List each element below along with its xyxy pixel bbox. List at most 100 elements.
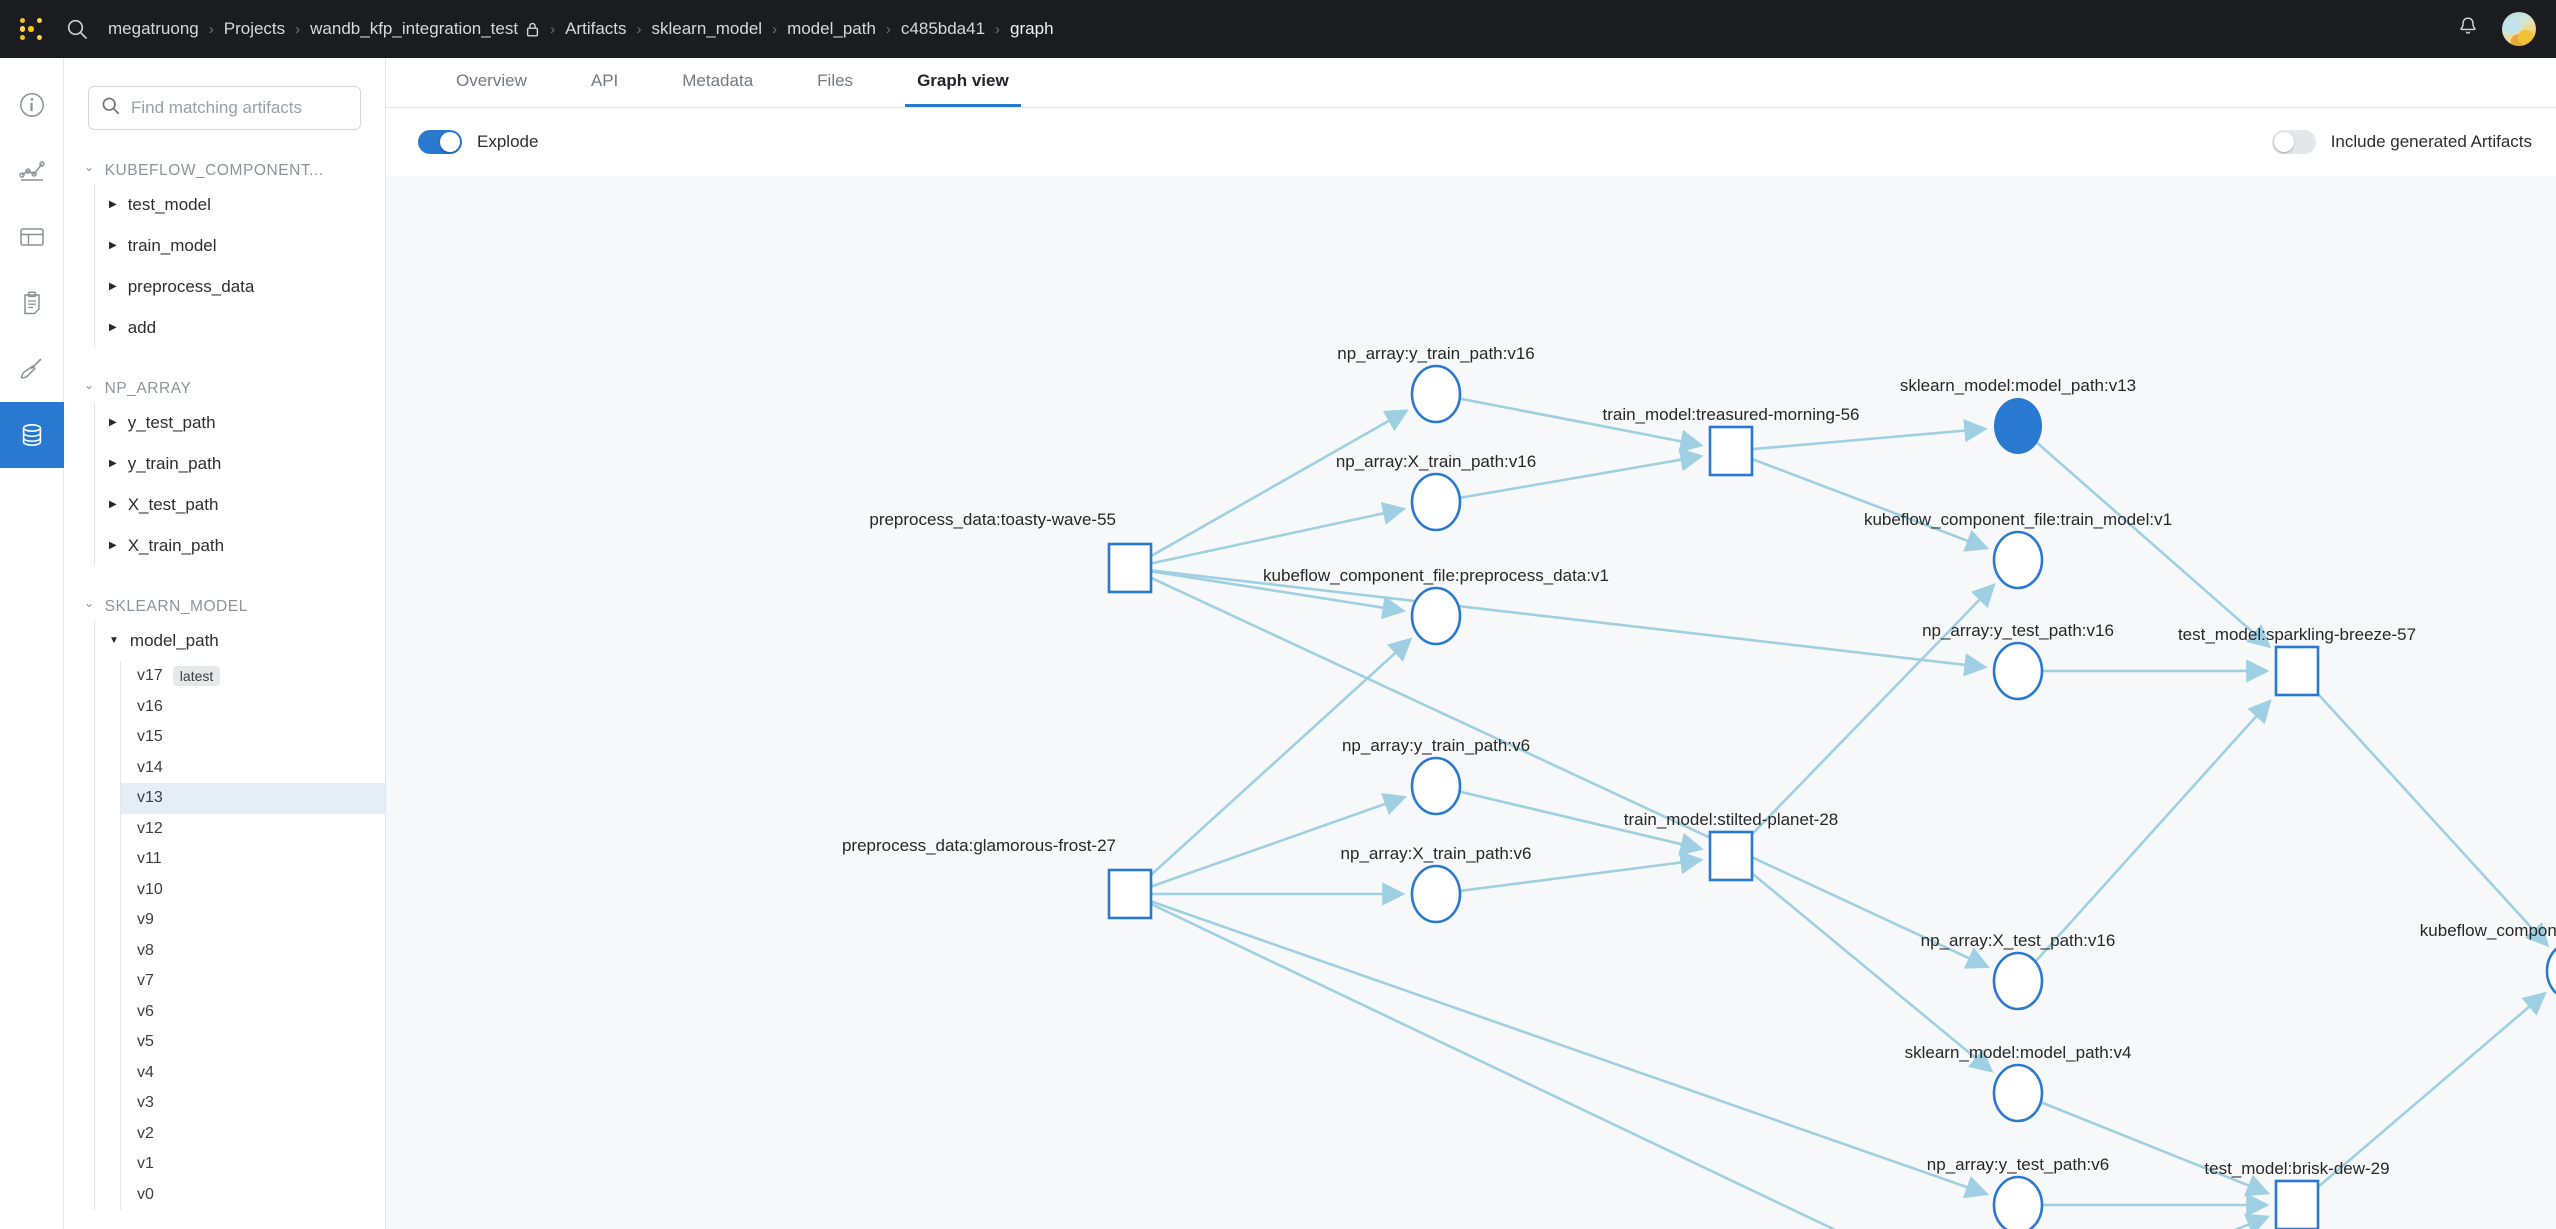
graph-node-xte16[interactable] — [1992, 951, 2044, 1011]
graph-node-label-te57: test_model:sparkling-breeze-57 — [2177, 625, 2417, 644]
version-item-v10[interactable]: v10 — [121, 875, 385, 906]
graph-node-yte16[interactable] — [1992, 641, 2044, 701]
breadcrumb-item-sklearn-model[interactable]: sklearn_model — [651, 19, 763, 38]
sidebar-item-y_train_path[interactable]: ▶y_train_path — [95, 443, 385, 484]
version-item-v14[interactable]: v14 — [121, 753, 385, 784]
chevron-down-icon: ⌄ — [84, 378, 95, 392]
graph-node-sm13[interactable] — [1994, 398, 2042, 454]
version-label: v13 — [137, 789, 163, 807]
sidebar-item-y_test_path[interactable]: ▶y_test_path — [95, 402, 385, 443]
graph-edge — [1150, 637, 1413, 876]
sidebar-item-x_test_path[interactable]: ▶X_test_path — [95, 484, 385, 525]
graph-node-tm28[interactable] — [1708, 830, 1754, 882]
version-item-v12[interactable]: v12 — [121, 814, 385, 845]
breadcrumb-item-model-path[interactable]: model_path — [787, 19, 876, 38]
sidebar-item-train_model[interactable]: ▶train_model — [95, 225, 385, 266]
version-item-v5[interactable]: v5 — [121, 1027, 385, 1058]
sidebar-group-sklearn-model[interactable]: ⌄SKLEARN_MODEL — [84, 596, 385, 616]
sidebar-item-x_train_path[interactable]: ▶X_train_path — [95, 525, 385, 566]
graph-node-yte6[interactable] — [1992, 1175, 2044, 1229]
graph-node-kcfte[interactable] — [2545, 943, 2556, 999]
version-item-v8[interactable]: v8 — [121, 936, 385, 967]
graph-node-label-xtr16: np_array:X_train_path:v16 — [1335, 452, 1537, 471]
graph-edge — [1751, 457, 1990, 552]
sidebar-item-test_model[interactable]: ▶test_model — [95, 184, 385, 225]
graph-edge — [2036, 441, 2272, 649]
version-item-v15[interactable]: v15 — [121, 722, 385, 753]
breadcrumb-item-megatruong[interactable]: megatruong — [108, 19, 199, 38]
version-item-v7[interactable]: v7 — [121, 966, 385, 997]
breadcrumb-separator: › — [995, 20, 1001, 38]
breadcrumb-item-projects[interactable]: Projects — [223, 19, 286, 38]
avatar[interactable] — [2502, 12, 2536, 46]
sidebar-item-model_path[interactable]: ▼ model_path — [95, 620, 385, 661]
graph-node-kcftr[interactable] — [1992, 530, 2044, 590]
version-item-v6[interactable]: v6 — [121, 997, 385, 1028]
graph-node-pp55[interactable] — [1107, 542, 1153, 594]
info-icon[interactable] — [0, 72, 64, 138]
line-chart-icon[interactable] — [0, 138, 64, 204]
version-label: v2 — [137, 1124, 154, 1142]
graph-node-xtr16[interactable] — [1410, 472, 1462, 532]
version-item-v2[interactable]: v2 — [121, 1119, 385, 1150]
version-item-v16[interactable]: v16 — [121, 692, 385, 723]
sidebar-item-add[interactable]: ▶add — [95, 307, 385, 348]
version-item-v4[interactable]: v4 — [121, 1058, 385, 1089]
search-icon — [101, 96, 120, 120]
include-generated-artifacts-toggle[interactable] — [2271, 130, 2316, 154]
triangle-right-icon: ▶ — [109, 322, 117, 333]
graph-node-xtr6[interactable] — [1410, 864, 1462, 924]
top-bar: megatruong › Projects › wandb_kfp_integratio… — [0, 0, 2556, 58]
breadcrumb-separator: › — [772, 20, 778, 38]
sidebar-item-preprocess_data[interactable]: ▶preprocess_data — [95, 266, 385, 307]
broom-icon[interactable] — [0, 336, 64, 402]
graph-node-te57[interactable] — [2274, 645, 2320, 697]
sidebar-group-np-array[interactable]: ⌄NP_ARRAY — [84, 378, 385, 398]
graph-node-tm56[interactable] — [1708, 425, 1754, 477]
graph-node-te29[interactable] — [2274, 1179, 2320, 1229]
search-placeholder: Find matching artifacts — [131, 98, 303, 117]
tab-overview[interactable]: Overview — [456, 71, 527, 90]
graph-node-pp27[interactable] — [1107, 868, 1153, 920]
tab-metadata[interactable]: Metadata — [682, 71, 754, 90]
explode-toggle[interactable] — [418, 130, 462, 154]
version-item-v3[interactable]: v3 — [121, 1088, 385, 1119]
version-item-v0[interactable]: v0 — [121, 1180, 385, 1211]
database-icon[interactable] — [0, 402, 64, 468]
version-item-v1[interactable]: v1 — [121, 1149, 385, 1180]
tab-graph-view[interactable]: Graph view — [905, 71, 1021, 107]
triangle-down-icon: ▼ — [109, 635, 119, 646]
chevron-down-icon: ⌄ — [84, 160, 95, 174]
breadcrumb-item-artifacts[interactable]: Artifacts — [565, 19, 627, 38]
breadcrumb-item-c485bda41[interactable]: c485bda41 — [900, 19, 986, 38]
graph-node-sm4[interactable] — [1992, 1063, 2044, 1123]
tab-files[interactable]: Files — [817, 71, 854, 90]
breadcrumb-item-graph[interactable]: graph — [1010, 19, 1054, 38]
version-label: v6 — [137, 1002, 154, 1020]
search-input[interactable]: Find matching artifacts — [88, 86, 361, 130]
version-item-v11[interactable]: v11 — [121, 844, 385, 875]
apps-grid-icon[interactable] — [16, 14, 46, 44]
graph-node-ytr6[interactable] — [1410, 756, 1462, 816]
search-icon[interactable] — [60, 12, 94, 46]
graph-node-label-ytr6: np_array:y_train_path:v6 — [1341, 736, 1531, 755]
tab-api[interactable]: API — [590, 71, 619, 90]
notification-bell-icon[interactable] — [2456, 15, 2480, 44]
version-item-v9[interactable]: v9 — [121, 905, 385, 936]
graph-node-ytr16[interactable] — [1410, 364, 1462, 424]
graph-node-kcfpp[interactable] — [1410, 586, 1462, 646]
graph-svg — [1107, 364, 2556, 1229]
sidebar-group-kubeflow-component-[interactable]: ⌄KUBEFLOW_COMPONENT... — [84, 160, 385, 180]
version-item-v13[interactable]: v13 — [121, 783, 385, 814]
clipboard-icon[interactable] — [0, 270, 64, 336]
sidebar-item-label: model_path — [129, 630, 219, 650]
sidebar-item-label: y_test_path — [127, 412, 216, 432]
table-icon[interactable] — [0, 204, 64, 270]
breadcrumb-item-wandb-kfp-integration-test[interactable]: wandb_kfp_integration_test — [310, 19, 519, 38]
sidebar-item-label: test_model — [127, 194, 211, 214]
graph-node-label-xtr6: np_array:X_train_path:v6 — [1340, 844, 1532, 863]
